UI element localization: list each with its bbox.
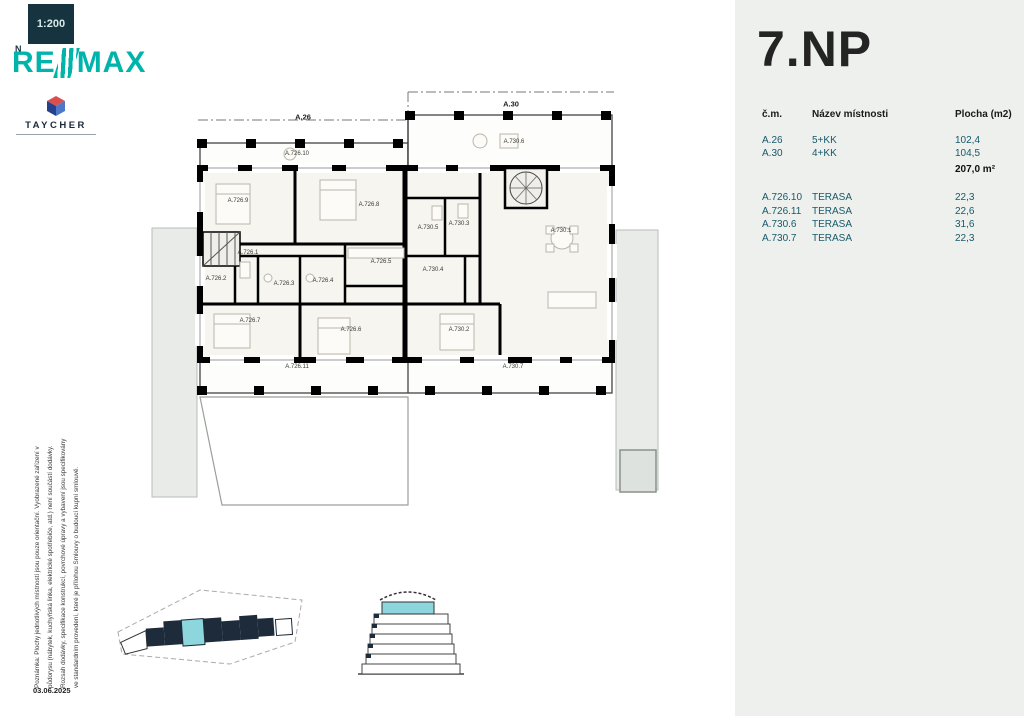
- unit-label: A.26: [295, 112, 311, 122]
- terrace-name: TERASA: [812, 232, 853, 244]
- room-label: A.726.7: [239, 318, 261, 324]
- room-label: A.726.11: [285, 364, 309, 370]
- room-label: A.730.3: [448, 221, 470, 227]
- disclaimer-note: Poznámka: Plochy jednotlivých místností …: [33, 352, 82, 688]
- highlighted-floor: [381, 601, 435, 615]
- terrace-name: TERASA: [812, 192, 853, 203]
- table-row: A.726.10 TERASA 22,3: [762, 191, 1012, 205]
- room-label: A.730.6: [503, 139, 525, 145]
- terrace-id: A.726.10: [762, 192, 803, 203]
- disclaimer-line: půdorysu (nábytek, kuchyňská linka, elek…: [47, 445, 54, 688]
- room-label: A.730.1: [550, 228, 572, 234]
- building-section-diagram: [358, 591, 464, 675]
- info-panel: 7.NP č.m. Název místnosti Plocha (m2) A.…: [735, 0, 1024, 716]
- room-label: A.730.5: [417, 225, 439, 231]
- lower-terrace-outline: [199, 396, 409, 506]
- floor-title: 7.NP: [757, 21, 873, 77]
- highlighted-building-block: [180, 618, 206, 647]
- room-label: A.726.9: [227, 198, 249, 204]
- terrace-id: A.726.11: [762, 205, 802, 217]
- taycher-logo-text: TAYCHER: [25, 120, 87, 131]
- floorplan-drawing: [151, 91, 659, 506]
- disclaimer-line: Rozsah dodávky, specifikace konstrukcí, …: [60, 438, 67, 688]
- room-label: A.726.6: [340, 327, 362, 333]
- disclaimer-line: ve standardním provedení, které je přílo…: [73, 466, 80, 688]
- taycher-logo: TAYCHER: [16, 94, 96, 137]
- room-label: A.726.1: [237, 250, 259, 256]
- header-area: Plocha (m2): [955, 109, 1012, 120]
- unit-id: A.26: [762, 134, 783, 146]
- floorplan: A.26 A.30 A.726.10 A.730.6 A.726.9 A.726…: [140, 86, 670, 523]
- room-label: A.726.8: [358, 202, 380, 208]
- table-header-row: č.m. Název místnosti Plocha (m2): [762, 108, 1012, 122]
- terrace-id: A.730.6: [762, 219, 797, 230]
- table-row: A.726.11 TERASA 22,6: [762, 205, 1012, 219]
- terrace-rows: A.726.10 TERASA 22,3 A.726.11 TERASA 22,…: [762, 191, 1012, 245]
- remax-slash-icon: [52, 48, 80, 78]
- room-label: A.726.4: [312, 278, 334, 284]
- adjacent-box: [619, 449, 657, 493]
- disclaimer-line: Poznámka: Plochy jednotlivých místností …: [34, 446, 41, 688]
- remax-logo-max: MAX: [76, 46, 147, 79]
- header-id: č.m.: [762, 109, 783, 120]
- table-row: A.730.7 TERASA 22,3: [762, 232, 1012, 246]
- terrace-name: TERASA: [812, 219, 853, 230]
- taycher-cube-icon: [47, 96, 65, 116]
- table-row: A.26 5+KK 102,4: [762, 134, 1012, 148]
- room-label: A.730.4: [422, 267, 444, 273]
- remax-logo-re: RE: [12, 46, 56, 79]
- unit-id: A.30: [762, 148, 783, 159]
- room-label: A.730.7: [502, 364, 524, 370]
- room-label: A.730.2: [448, 327, 470, 333]
- room-label: A.726.3: [273, 281, 295, 287]
- scale-badge: 1:200: [28, 4, 74, 44]
- date-stamp: 03.06.2025: [33, 686, 71, 695]
- terrace-id: A.730.7: [762, 232, 797, 244]
- unit-rows: A.26 5+KK 102,4 A.30 4+KK 104,5 207,0 m²: [762, 134, 1012, 177]
- taycher-logo-divider: [16, 134, 96, 137]
- north-indicator: N: [15, 44, 22, 54]
- header-name: Název místnosti: [812, 109, 889, 120]
- unit-label: A.30: [503, 99, 519, 109]
- stairs-icon: [202, 231, 241, 267]
- room-label: A.726.5: [370, 259, 392, 265]
- total-area: 207,0 m²: [955, 163, 996, 175]
- unit-name: 4+KK: [812, 148, 837, 159]
- windows: [195, 163, 617, 365]
- unit-name: 5+KK: [812, 134, 837, 146]
- adjacent-structure-right: [615, 229, 659, 491]
- terrace-pillars: [197, 111, 611, 395]
- furniture: [213, 133, 597, 355]
- unit-area: 102,4: [955, 134, 981, 146]
- spiral-stairs-icon: [503, 166, 549, 210]
- terrace-name: TERASA: [812, 205, 853, 217]
- area-table: č.m. Název místnosti Plocha (m2) A.26 5+…: [762, 108, 1012, 245]
- room-label: A.726.2: [205, 276, 227, 282]
- remax-logo: RE MAX: [12, 46, 146, 80]
- terrace-area: 22,3: [955, 232, 975, 244]
- terrace-area: 22,6: [955, 205, 975, 217]
- site-plan-diagram: [117, 589, 303, 665]
- table-row: A.30 4+KK 104,5: [762, 147, 1012, 161]
- unit-area: 104,5: [955, 148, 981, 159]
- room-label: A.726.10: [284, 151, 310, 157]
- adjacent-structure-left: [151, 227, 198, 498]
- total-row: 207,0 m²: [762, 163, 1012, 177]
- terrace-area: 31,6: [955, 219, 975, 230]
- table-row: A.730.6 TERASA 31,6: [762, 218, 1012, 232]
- terrace-area: 22,3: [955, 192, 975, 203]
